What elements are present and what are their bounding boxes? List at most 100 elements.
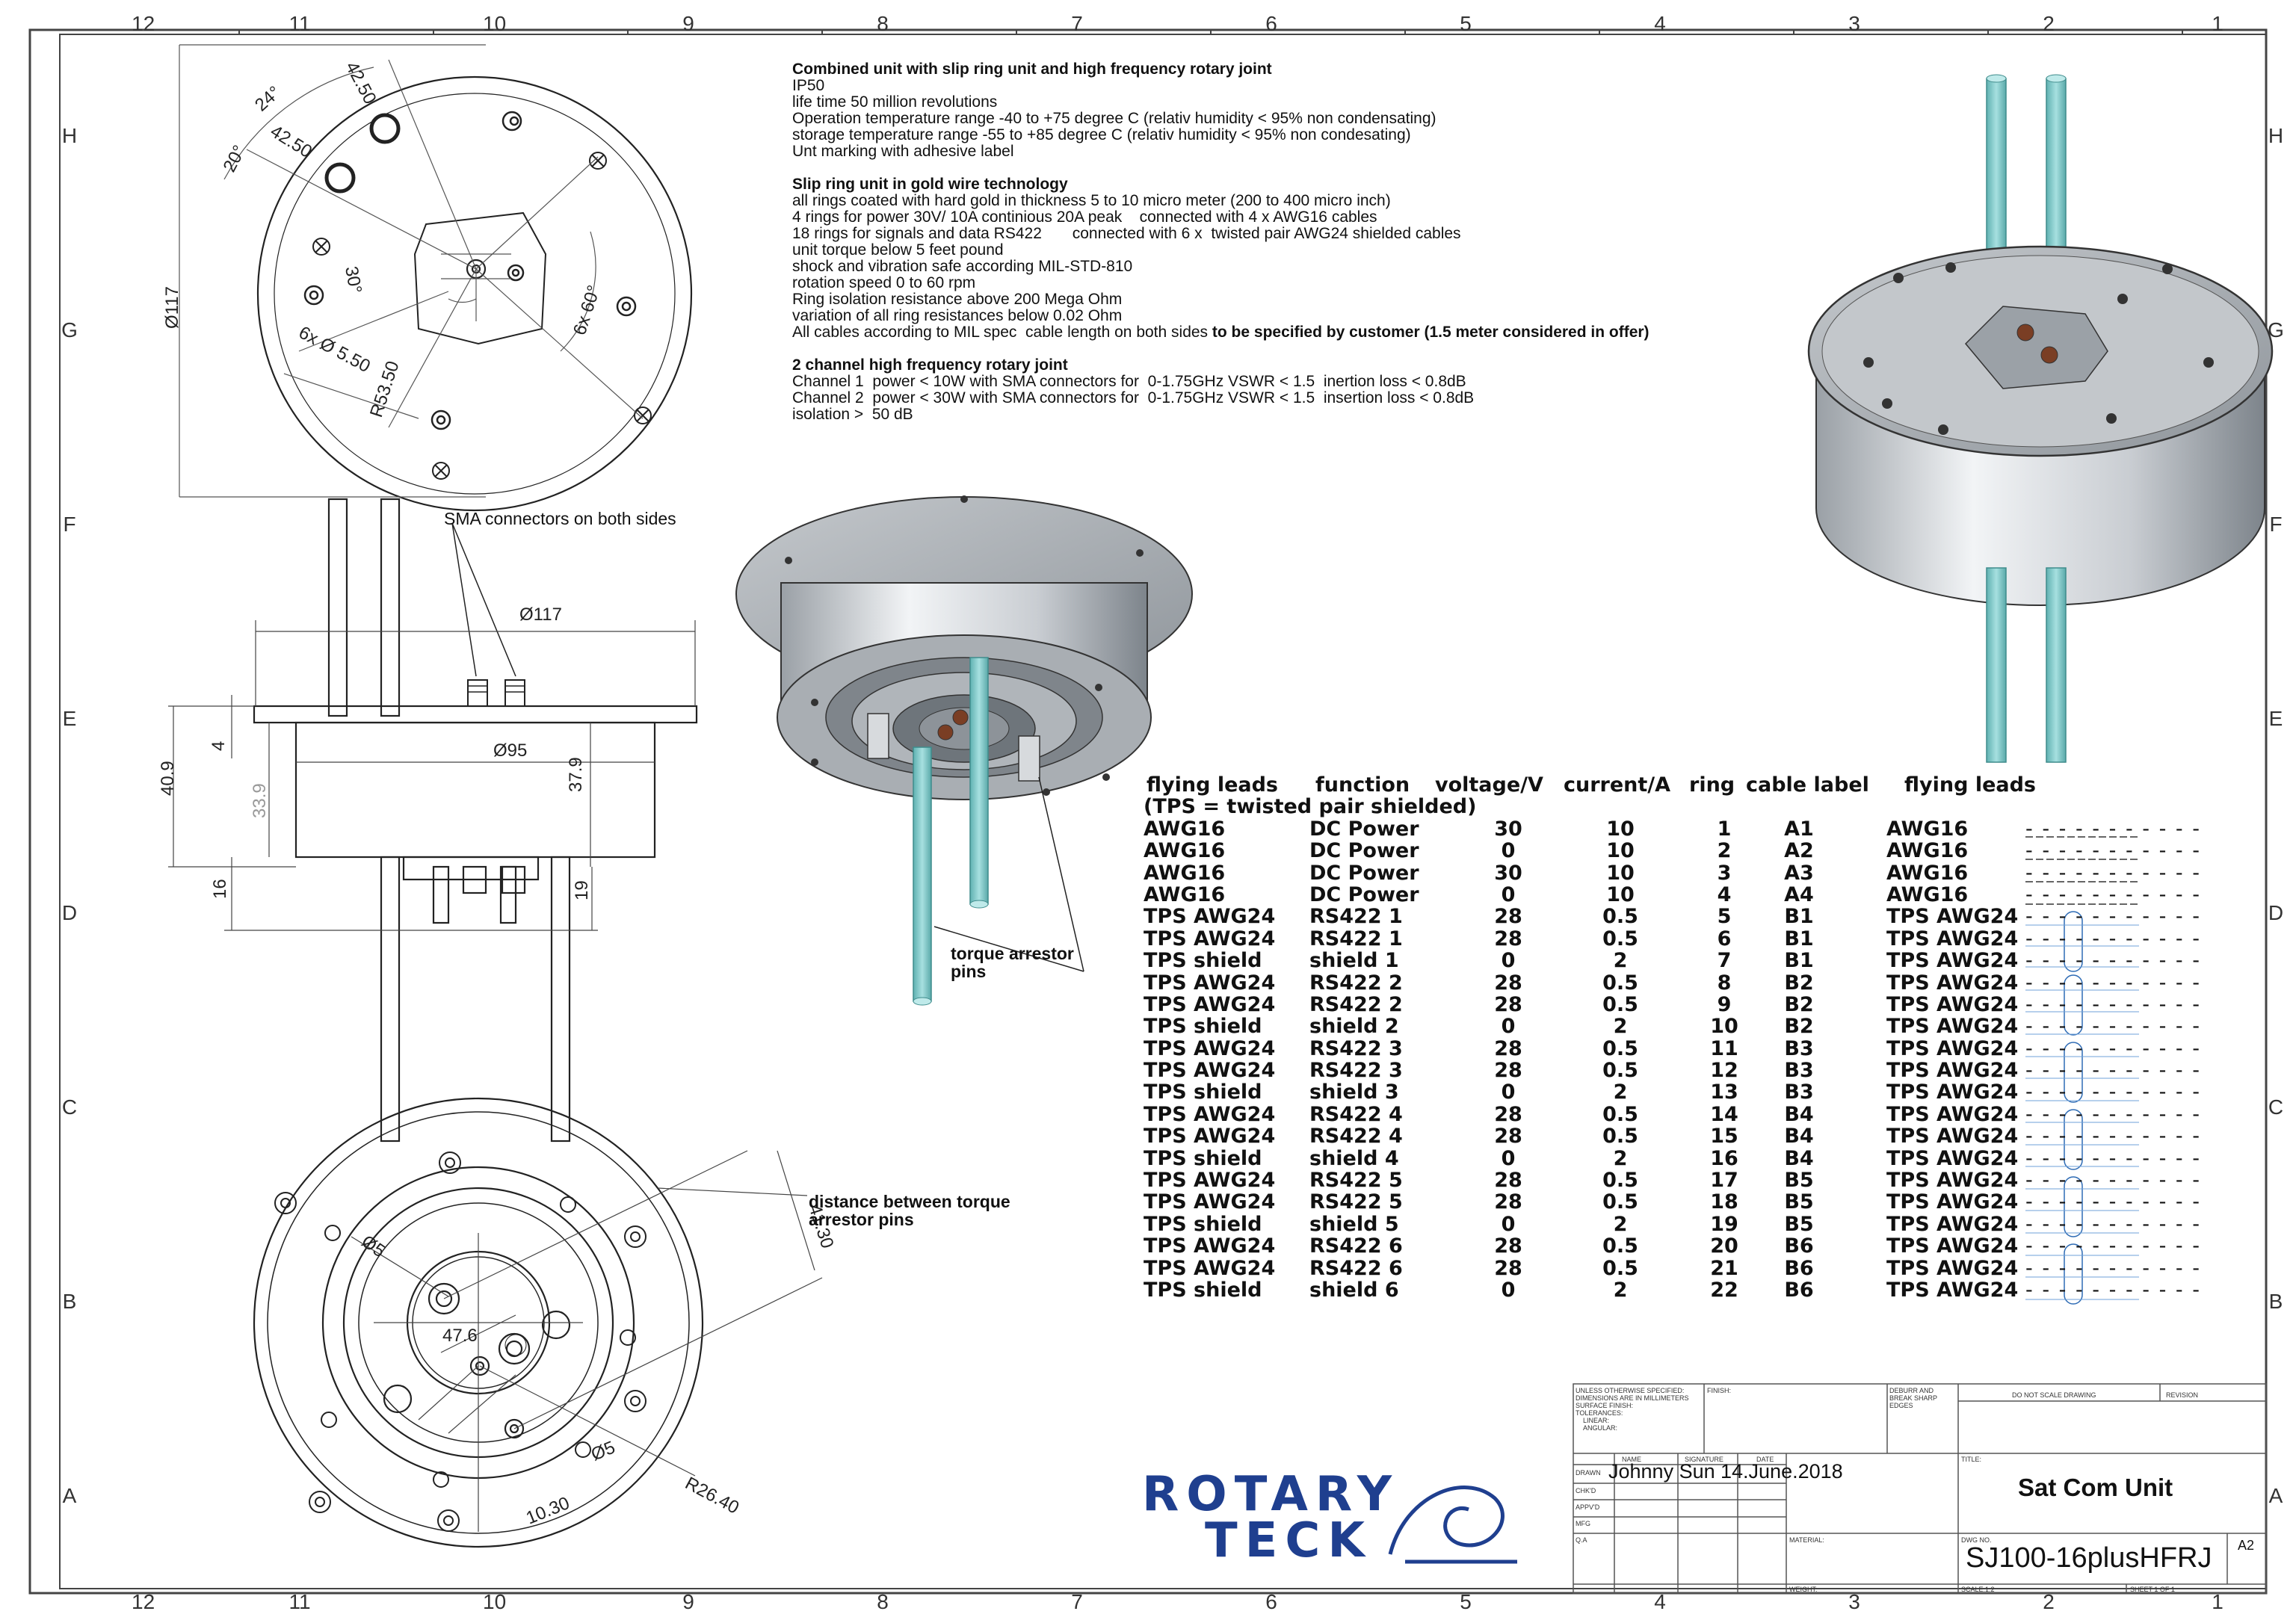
wiring-cell: 0.5 (1602, 1190, 1638, 1214)
wiring-cell: 10 (1606, 882, 1635, 906)
zone-col-1-top: 1 (2212, 12, 2224, 35)
notes-heading: 2 channel high frequency rotary joint (792, 356, 1068, 374)
wiring-cell: TPS shield (1144, 1212, 1262, 1236)
wiring-cell: 12 (1710, 1059, 1738, 1083)
wiring-cell: 28 (1494, 1234, 1522, 1258)
zone-col-5-top: 5 (1460, 12, 1472, 35)
wiring-cell: 0.5 (1602, 1234, 1638, 1258)
wiring-cell: RS422 6 (1309, 1256, 1403, 1280)
dim-side-dia-95: Ø95 (493, 741, 527, 761)
wiring-dash-leader: - - - - - - - - - - - (2025, 1102, 2201, 1126)
wiring-cell: A1 (1784, 817, 1814, 841)
wiring-cell: 28 (1494, 905, 1522, 929)
zone-col-12-top: 12 (132, 12, 155, 35)
wiring-cell: TPS AWG24 (1886, 1102, 2019, 1126)
wiring-cell: TPS shield (1144, 1015, 1262, 1039)
wiring-cell: 1 (1717, 817, 1732, 841)
wiring-cell: B2 (1784, 1015, 1814, 1039)
dim-side-37-9: 37.9 (566, 757, 586, 792)
wiring-cell: 0 (1501, 949, 1516, 973)
wiring-header-cell: flying leads (1904, 773, 2037, 797)
wiring-cell: 30 (1494, 861, 1522, 885)
notes-line: isolation > 50 dB (792, 406, 913, 423)
zone-col-7-top: 7 (1071, 12, 1083, 35)
wiring-dash-leader: - - - - - - - - - - - (2025, 1059, 2201, 1083)
tb-deburr-line: BREAK SHARP (1889, 1394, 1938, 1402)
logo-rotary: ROTARY (1142, 1467, 1400, 1522)
callout-pin-distance: distance between torque arrestor pins (809, 1193, 1010, 1228)
wiring-cell: RS422 6 (1309, 1234, 1403, 1258)
dim-side-33-9: 33.9 (250, 783, 270, 818)
zone-col-2-bottom: 2 (2043, 1590, 2055, 1613)
tb-finish: FINISH: (1707, 1387, 1732, 1394)
dim-top-42-50-b: 42.50 (267, 121, 315, 162)
dim-top-dia-117: Ø117 (162, 286, 182, 329)
notes-line: life time 50 million revolutions (792, 93, 998, 111)
dim-side-16: 16 (210, 879, 230, 899)
wiring-cell: B3 (1784, 1059, 1814, 1083)
wiring-cell: 0.5 (1602, 971, 1638, 995)
notes-heading: Combined unit with slip ring unit and hi… (792, 61, 1272, 78)
wiring-cell: 20 (1710, 1234, 1738, 1258)
notes-cable-bold: to be specified by customer (1.5 meter c… (1212, 324, 1650, 341)
wiring-subheader: (TPS = twisted pair shielded) (1144, 795, 1477, 819)
wiring-cell: 0 (1501, 1212, 1516, 1236)
zone-row-b-right: B (2268, 1290, 2283, 1313)
dim-side-19: 19 (572, 880, 592, 900)
tb-dwg-label: DWG NO. (1961, 1536, 1992, 1544)
zone-col-9-top: 9 (682, 12, 694, 35)
wiring-dash-leader: - - - - - - - - - - - (2025, 1256, 2201, 1280)
dim-top-42-50-a: 42.50 (342, 58, 380, 108)
wiring-cell: B5 (1784, 1169, 1814, 1193)
wiring-cell: 6 (1717, 927, 1732, 950)
wiring-cell: AWG16 (1886, 817, 1969, 841)
dim-bottom-dia-5-b: Ø5 (588, 1438, 618, 1465)
wiring-cell: 2 (1613, 1081, 1628, 1104)
wiring-cell: 9 (1717, 992, 1732, 1016)
dim-side-dia-117: Ø117 (519, 605, 562, 625)
dim-side-4: 4 (209, 741, 229, 751)
wiring-dash-leader: - - - - - - - - - - - (2025, 927, 2201, 950)
wiring-dash-leader: - - - - - - - - - - - (2025, 1125, 2201, 1149)
tb-note: ANGULAR: (1583, 1424, 1618, 1432)
wiring-cell: TPS shield (1144, 949, 1262, 973)
wiring-cell: 28 (1494, 927, 1522, 950)
zone-row-g-right: G (2268, 318, 2284, 341)
tb-row-mfg: MFG (1576, 1520, 1590, 1527)
dim-top-6x-60deg: 6x 60° (570, 283, 605, 338)
wiring-cell: 8 (1717, 971, 1732, 995)
wiring-cell: RS422 2 (1309, 971, 1403, 995)
wiring-cell: TPS AWG24 (1144, 1125, 1276, 1149)
wiring-cell: TPS AWG24 (1886, 971, 2019, 995)
notes-section-slipring: Slip ring unit in gold wire technology a… (792, 176, 1779, 341)
wiring-cell: 16 (1710, 1146, 1738, 1170)
wiring-cell: AWG16 (1144, 861, 1226, 885)
wiring-cell: TPS AWG24 (1144, 927, 1276, 950)
wiring-header-cell: voltage/V (1435, 773, 1543, 797)
twisted-pair-marks (2025, 836, 2139, 1305)
wiring-cell: AWG16 (1886, 839, 1969, 863)
wiring-cell: TPS AWG24 (1886, 992, 2019, 1016)
wiring-dash-leader: - - - - - - - - - - - (2025, 905, 2201, 929)
wiring-cell: A3 (1784, 861, 1814, 885)
tb-size: A2 (2238, 1538, 2255, 1553)
wiring-cell: TPS AWG24 (1886, 1036, 2019, 1060)
wiring-cell: TPS AWG24 (1886, 1169, 2019, 1193)
wiring-cell: 19 (1710, 1212, 1738, 1236)
wiring-cell: 2 (1613, 949, 1628, 973)
wiring-cell: B4 (1784, 1125, 1814, 1149)
dim-top-6x-dia-5-50: 6x Ø 5.50 (295, 322, 374, 377)
tb-row-drawn: DRAWN (1576, 1469, 1601, 1477)
wiring-cell: 0.5 (1602, 927, 1638, 950)
wiring-cell: RS422 1 (1309, 905, 1403, 929)
wiring-dash-leader: - - - - - - - - - - - (2025, 1278, 2201, 1302)
side-view (168, 498, 698, 1143)
wiring-cell: AWG16 (1886, 861, 1969, 885)
wiring-cell: 28 (1494, 971, 1522, 995)
wiring-header-cell: function (1315, 773, 1410, 797)
zone-col-3-bottom: 3 (1848, 1590, 1860, 1613)
wiring-dash-leader: - - - - - - - - - - - (2025, 971, 2201, 995)
zone-col-4-top: 4 (1654, 12, 1666, 35)
zone-row-a-right: A (2268, 1484, 2283, 1507)
